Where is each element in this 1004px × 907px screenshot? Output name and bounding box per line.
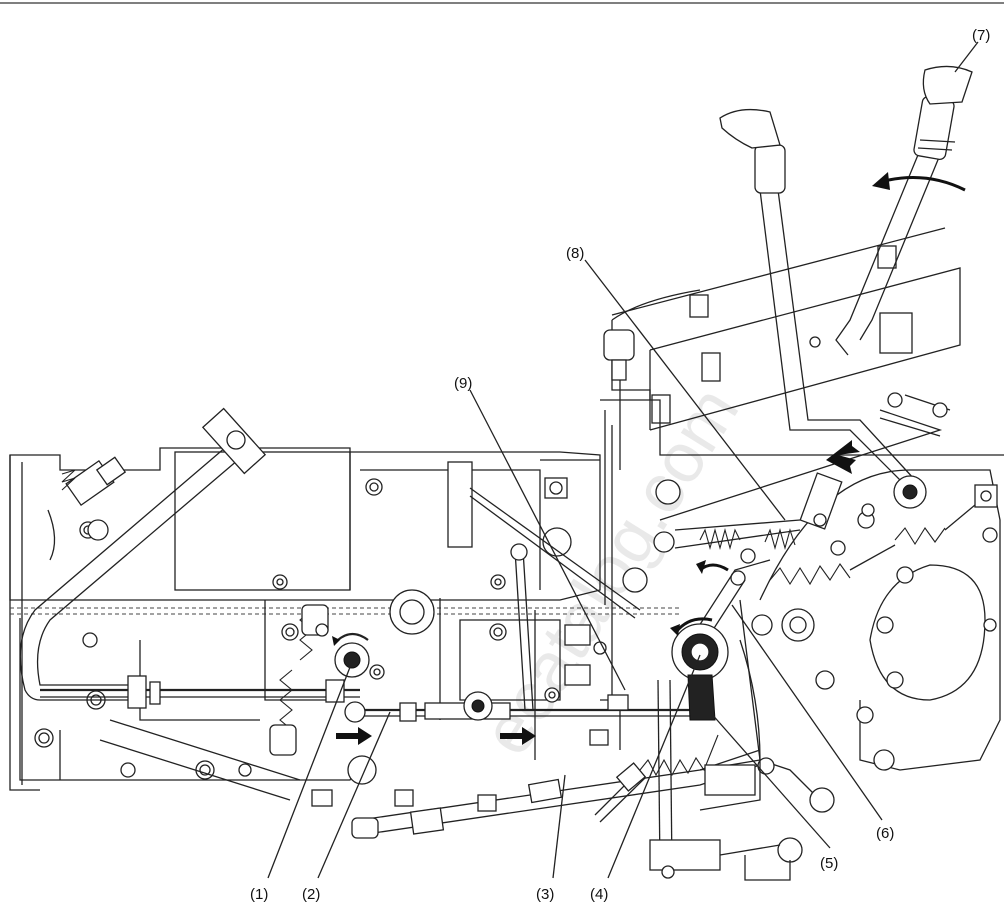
callout-label-5: (5) (820, 855, 838, 872)
hand-levers (659, 65, 973, 521)
callout-leaders (267, 41, 979, 879)
spring-set (674, 440, 976, 586)
center-link (469, 477, 681, 711)
main-rod (40, 675, 761, 839)
leader-1 (267, 661, 353, 879)
leader-4 (607, 654, 701, 879)
spring-link-1 (269, 604, 370, 756)
right-housing (600, 399, 1004, 813)
callout-label-2: (2) (302, 886, 320, 903)
callout-label-6: (6) (876, 825, 894, 842)
cam-assembly (589, 559, 803, 881)
callout-label-8: (8) (566, 245, 584, 262)
callout-labels: (1) (2) (3) (4) (5) (6) (7) (8) (9) (250, 27, 990, 903)
callout-label-1: (1) (250, 886, 268, 903)
leader-5 (709, 711, 831, 849)
callout-label-3: (3) (536, 886, 554, 903)
leader-2 (317, 711, 391, 879)
shift-lever-assembly (19, 407, 267, 701)
callout-label-7: (7) (972, 27, 990, 44)
leader-3 (552, 774, 566, 879)
transmission-case (9, 447, 680, 791)
callout-label-4: (4) (590, 886, 608, 903)
lever-guide-panel (603, 227, 961, 470)
callout-label-9: (9) (454, 375, 472, 392)
leader-7 (954, 41, 979, 73)
leader-8 (584, 259, 786, 521)
leader-9 (469, 389, 626, 691)
leader-6 (731, 604, 883, 821)
